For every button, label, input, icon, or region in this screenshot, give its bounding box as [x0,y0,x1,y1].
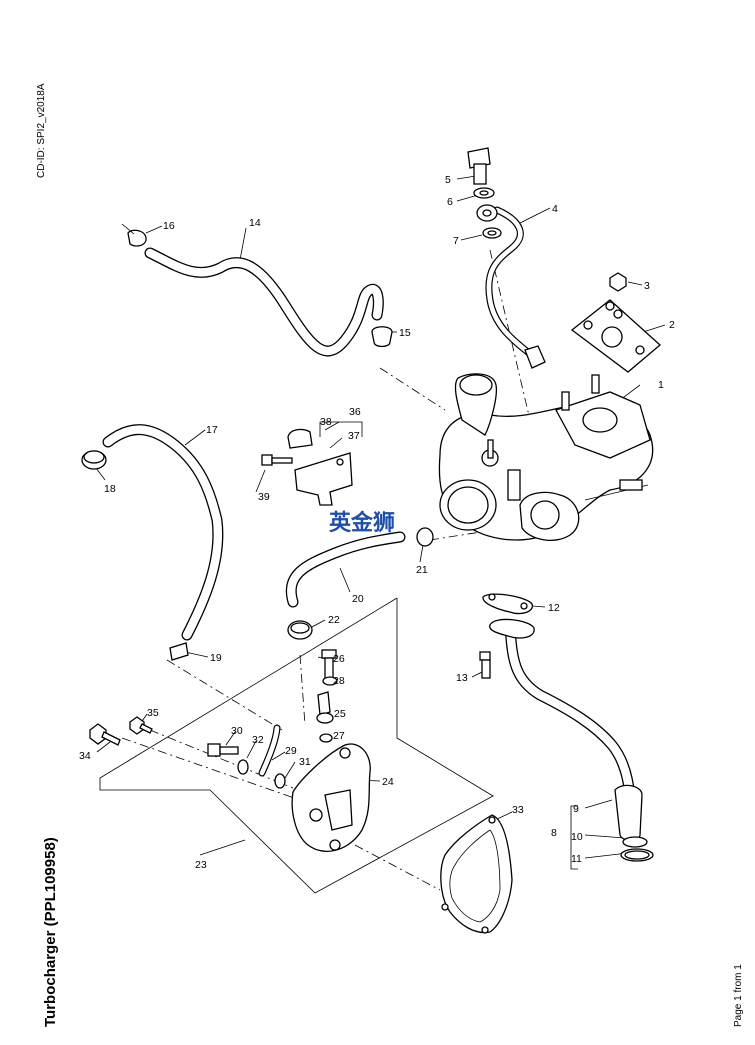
callout-22: 22 [328,614,340,626]
callout-32: 32 [252,734,264,746]
callout-7: 7 [453,235,459,247]
gasket-33 [440,814,513,934]
hose-20 [285,531,406,608]
callout-20: 20 [352,593,364,605]
callout-5: 5 [445,174,451,186]
callout-26: 26 [333,653,345,665]
callout-11: 11 [571,853,582,865]
leader-lines [95,175,666,894]
adaptor-24 [291,743,371,852]
callout-1: 1 [658,379,664,391]
callout-25: 25 [334,708,346,720]
washer-31 [274,773,286,789]
callout-16: 16 [163,220,175,232]
turbocharger-1 [438,345,654,541]
nut-3 [609,272,627,319]
callout-24: 24 [382,776,394,788]
washer-7 [482,227,502,239]
washer-6 [473,187,495,199]
callout-labels: 1 2 3 4 5 6 7 8 9 10 11 12 13 14 15 16 1… [79,174,675,871]
hose-17 [102,424,224,641]
callout-10: 10 [571,831,583,843]
callout-15: 15 [399,327,411,339]
bracket-37 [294,452,353,506]
callout-13: 13 [456,672,468,684]
callout-8: 8 [551,827,557,839]
callout-19: 19 [210,652,222,664]
clip-38 [287,428,313,449]
callout-37: 37 [348,430,360,442]
bolt-39 [261,454,293,466]
callout-35: 35 [147,707,159,719]
callout-31: 31 [299,756,311,768]
clamp-18 [81,450,107,470]
callout-21: 21 [416,564,428,576]
callout-39: 39 [258,491,270,503]
callout-14: 14 [249,217,261,229]
fitting-25 [316,691,334,724]
bolt-13 [479,651,491,679]
oil-feed-pipe-4 [485,206,539,362]
callout-3: 3 [644,280,650,292]
washer-27 [319,733,333,743]
washer-32 [237,759,249,775]
callout-17: 17 [206,424,218,436]
hose-end-9 [614,784,643,841]
callout-34: 34 [79,750,91,762]
flange-12 [482,593,533,615]
hose-14 [144,247,384,357]
banjo-bolt-5 [467,147,491,185]
oil-return-pipe-12 [504,619,638,826]
bolt-35 [129,716,153,735]
callout-28: 28 [333,675,345,687]
callout-18: 18 [104,483,116,495]
callout-38: 38 [320,416,332,428]
banjo-fitting [476,204,498,222]
callout-12: 12 [548,602,560,614]
washer-28 [322,676,338,686]
flange-lower-12 [489,618,535,639]
callout-6: 6 [447,196,453,208]
callout-36: 36 [349,406,361,418]
bolt-30 [207,743,239,757]
clamp-22 [287,620,313,640]
callout-2: 2 [669,319,675,331]
callout-23: 23 [195,859,207,871]
gasket-2 [570,299,661,373]
callout-9: 9 [573,803,579,815]
seal-11 [620,848,654,862]
callout-30: 30 [231,725,243,737]
callout-27: 27 [333,730,345,742]
oil-pipe-29 [258,724,281,777]
clamp-16 [121,223,147,247]
seal-10 [622,836,648,848]
watermark-logo: 英金狮 [329,510,395,536]
bolt-34 [89,723,121,746]
callout-33: 33 [512,804,524,816]
clamp-21 [416,527,434,547]
callout-4: 4 [552,203,558,215]
clamp-15 [371,326,393,348]
callout-29: 29 [285,745,297,757]
sleeve-19 [169,642,189,661]
